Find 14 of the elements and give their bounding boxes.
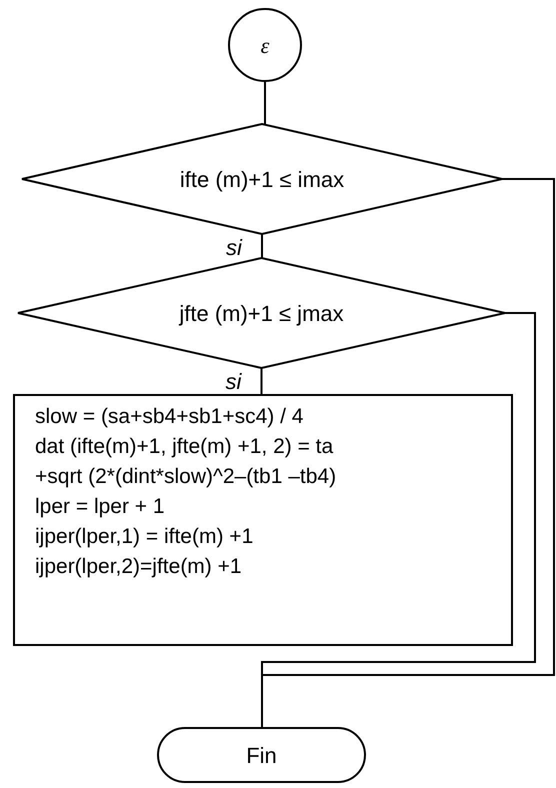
connector-line [261,234,263,258]
statement-text: ijper(lper,2)=jfte(m) +1 [35,554,242,580]
statement-text: +sqrt (2*(dint*slow)^2–(tb1 –tb4) [35,464,336,490]
statement-text: dat (ifte(m)+1, jfte(m) +1, 2) = ta [35,434,334,460]
process-box [13,394,513,646]
node-label: ε [260,32,270,60]
connector-line [260,368,262,394]
statement-text: slow = (sa+sb4+sb1+sc4) / 4 [35,404,304,430]
connector-line [264,82,266,124]
node-label: Fin [246,742,277,770]
statement-text: ijper(lper,1) = ifte(m) +1 [35,524,254,550]
statement-text: lper = lper + 1 [35,494,165,520]
node-label: ifte (m)+1 ≤ imax [180,166,344,194]
node-label: jfte (m)+1 ≤ jmax [179,300,344,328]
